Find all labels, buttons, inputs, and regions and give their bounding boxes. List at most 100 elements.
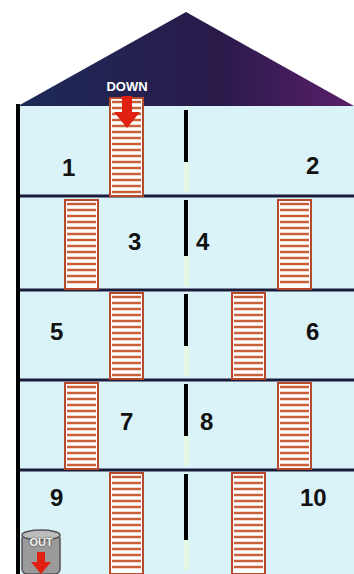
ladder-rung [112, 548, 141, 551]
ladder-rung [280, 269, 309, 272]
ladder-rung [67, 398, 96, 401]
ladder-rung [112, 326, 141, 329]
ladder-rung [234, 374, 263, 377]
ladder-rung [112, 566, 141, 569]
ladder-rung [280, 221, 309, 224]
ladder-rung [234, 314, 263, 317]
ladder-rung [67, 269, 96, 272]
left-wall [16, 104, 20, 574]
ladder-rung [234, 362, 263, 365]
room-number: 7 [120, 410, 133, 434]
ladder [110, 473, 143, 574]
ladder-rung [67, 386, 96, 389]
room-number: 9 [50, 486, 63, 510]
ladder-rung [112, 368, 141, 371]
ladder-rung [234, 302, 263, 305]
ladder-rung [112, 167, 141, 170]
room-number: 3 [128, 230, 141, 254]
ladder-rung [67, 422, 96, 425]
ladder-rung [234, 536, 263, 539]
ladder [65, 200, 98, 289]
floor-lines [18, 110, 354, 570]
ladder-rung [112, 155, 141, 158]
ladder-rung [67, 392, 96, 395]
room-number: 2 [306, 154, 319, 178]
ladder-rung [67, 275, 96, 278]
down-label: DOWN [106, 80, 147, 93]
ladder-rung [67, 446, 96, 449]
ladder-rung [234, 530, 263, 533]
ladder [232, 293, 265, 379]
ladder-rung [67, 410, 96, 413]
ladder-rung [112, 314, 141, 317]
ladder-rung [67, 245, 96, 248]
ladder-rung [67, 257, 96, 260]
room-cell: 5 [20, 290, 184, 380]
ladder [278, 383, 311, 469]
door-gap [184, 256, 189, 286]
ladder-rung [280, 209, 309, 212]
ladder-rung [67, 203, 96, 206]
ladder-rung [112, 137, 141, 140]
ladder-rung [234, 542, 263, 545]
ladder-rung [234, 476, 263, 479]
ladder-rung [280, 281, 309, 284]
ladder-rung [112, 191, 141, 194]
ladder-rung [67, 416, 96, 419]
partition [184, 384, 188, 436]
ladder-rung [234, 524, 263, 527]
ladder-rung [112, 476, 141, 479]
ladder-rung [280, 245, 309, 248]
ladder-rung [280, 239, 309, 242]
ladders [65, 98, 311, 574]
ladder-rung [67, 434, 96, 437]
ladder-rung [234, 344, 263, 347]
ladder-rung [234, 518, 263, 521]
room-number: 6 [306, 320, 319, 344]
room-cell: 2 [188, 106, 354, 196]
ladder-rung [112, 506, 141, 509]
ladder-rung [234, 494, 263, 497]
ladder-rung [280, 251, 309, 254]
roof [18, 12, 354, 106]
ladder-rung [234, 506, 263, 509]
ladder-rung [280, 203, 309, 206]
room-number: 4 [196, 230, 209, 254]
ladder-rung [112, 308, 141, 311]
ladder-rung [234, 308, 263, 311]
ladder-rung [112, 488, 141, 491]
ladder-rung [234, 338, 263, 341]
ladder-rung [112, 518, 141, 521]
room-cell: 10 [188, 470, 354, 574]
room-cell: 4 [188, 196, 354, 290]
ladder-rung [67, 458, 96, 461]
ladder-rung [112, 149, 141, 152]
ladder-rung [234, 500, 263, 503]
ladder-rung [234, 320, 263, 323]
ladder-rung [112, 500, 141, 503]
partition [184, 294, 188, 346]
ladder-rung [112, 338, 141, 341]
door-gap [184, 436, 189, 466]
room-number: 8 [200, 410, 213, 434]
ladder-rung [112, 542, 141, 545]
ladder-rung [67, 428, 96, 431]
ladder-rung [234, 512, 263, 515]
ladder-rung [234, 356, 263, 359]
ladder-rung [112, 536, 141, 539]
ladder-rung [280, 257, 309, 260]
ladder-rung [112, 185, 141, 188]
ladder-rung [280, 404, 309, 407]
ladder-rung [234, 368, 263, 371]
room-cell: 7 [20, 380, 184, 470]
room-number: 1 [62, 156, 75, 180]
ladder-rung [112, 350, 141, 353]
floor-line [18, 195, 354, 198]
ladder-rung [112, 131, 141, 134]
ladder-rung [112, 143, 141, 146]
ladder-rung [112, 512, 141, 515]
ladder-rung [112, 320, 141, 323]
ladder-rung [234, 350, 263, 353]
ladder-rung [234, 554, 263, 557]
ladder-rung [67, 464, 96, 467]
